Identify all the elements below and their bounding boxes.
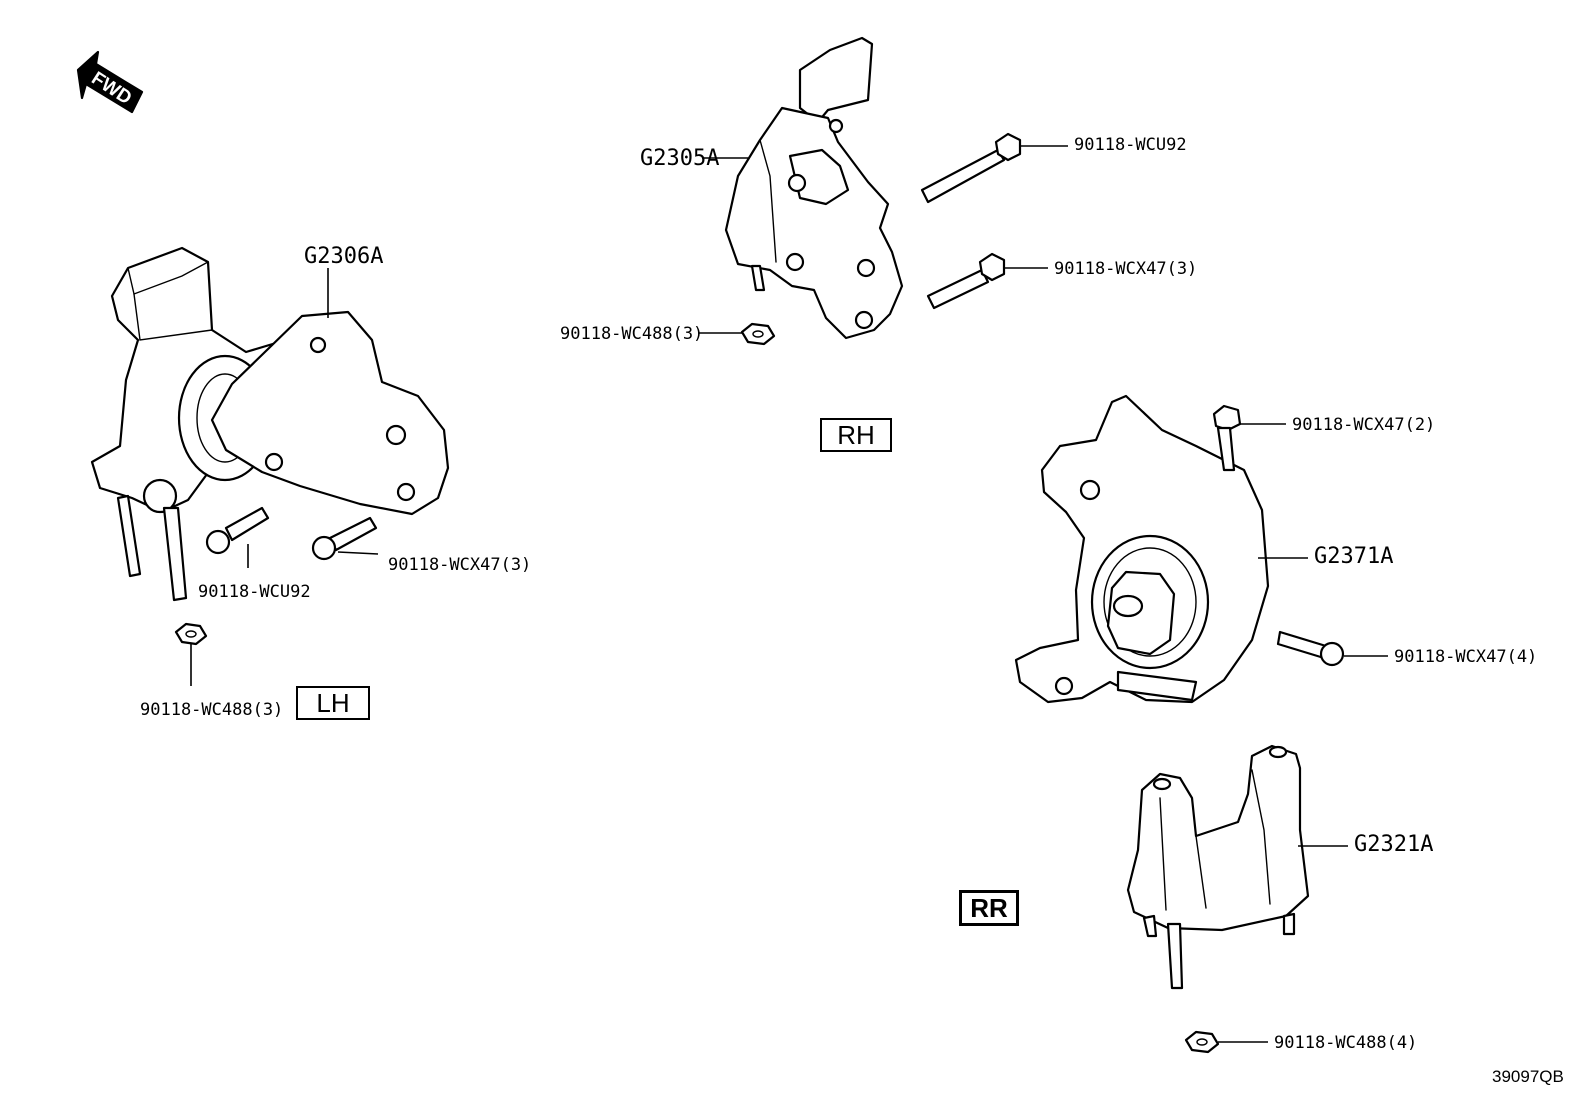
rr-mount-callout[interactable]: G2371A: [1314, 544, 1394, 569]
rr-bolt-wcx47-4-part: [1276, 630, 1345, 667]
rh-mount-callout[interactable]: G2305A: [640, 146, 720, 171]
lh-bolt-wcu92-part: [205, 506, 270, 555]
lh-bolt-wcu92-callout[interactable]: 90118-WCU92: [198, 582, 311, 602]
rh-nut-wc488-part: [740, 322, 776, 346]
lh-nut-wc488-part: [174, 622, 208, 646]
lh-bolt-wcx47-callout[interactable]: 90118-WCX47(3): [388, 555, 532, 575]
rr-bolt-wcx47-2-callout[interactable]: 90118-WCX47(2): [1292, 415, 1436, 435]
rh-bolt-wcu92-callout[interactable]: 90118-WCU92: [1074, 135, 1187, 155]
rr-nut-wc488-part: [1184, 1030, 1220, 1054]
rr-bracket-callout[interactable]: G2321A: [1354, 832, 1434, 857]
rr-nut-wc488-callout[interactable]: 90118-WC488(4): [1274, 1033, 1418, 1053]
rr-bracket-part: [1126, 744, 1310, 990]
rh-position-label: RH: [820, 418, 892, 452]
rr-mount-part: [1014, 394, 1270, 704]
lh-mount-callout[interactable]: G2306A: [304, 244, 384, 269]
rh-bolt-wcx47-callout[interactable]: 90118-WCX47(3): [1054, 259, 1198, 279]
lh-mount-part: [90, 246, 450, 602]
rr-position-label: RR: [959, 890, 1019, 926]
diagram-code: 39097QB: [1492, 1067, 1564, 1086]
rr-bolt-wcx47-4-callout[interactable]: 90118-WCX47(4): [1394, 647, 1538, 667]
rh-bolt-wcx47-part: [926, 252, 1006, 310]
lh-position-label: LH: [296, 686, 370, 720]
fwd-arrow-icon: [76, 50, 144, 114]
rh-mount-part: [724, 36, 904, 340]
lh-bolt-wcx47-part: [311, 516, 378, 561]
rh-bolt-wcu92-part: [920, 132, 1022, 204]
lh-nut-wc488-callout[interactable]: 90118-WC488(3): [140, 700, 284, 720]
rh-nut-wc488-callout[interactable]: 90118-WC488(3): [560, 324, 704, 344]
